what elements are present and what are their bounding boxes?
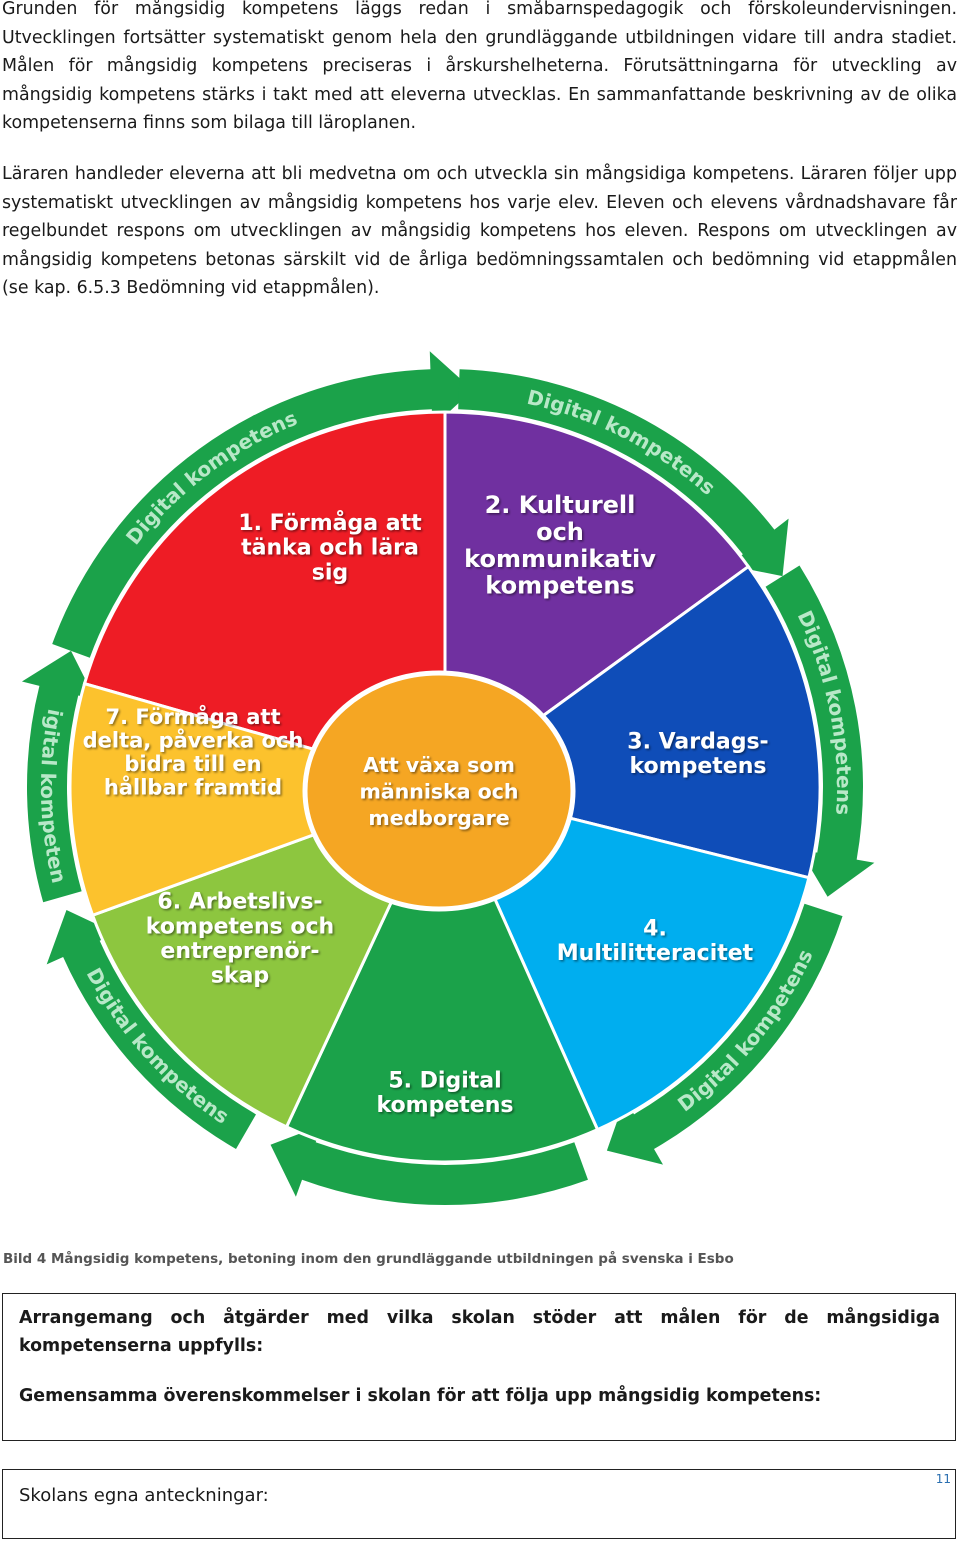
ring-arrow-7: [21, 650, 96, 903]
arrangements-heading: Arrangemang och åtgärder med vilka skola…: [19, 1308, 940, 1356]
segment-7: [68, 681, 450, 918]
page-number: 11: [935, 1472, 951, 1486]
agreements-heading: Gemensamma överenskommelser i skolan för…: [19, 1386, 822, 1406]
segment-2: [443, 410, 751, 790]
ring-arrow-2: [458, 369, 789, 577]
ring-arrow-3: [765, 565, 875, 897]
segment-label-4: 4.Multilitteracitet: [557, 916, 754, 966]
teacher-paragraph: Läraren handleder eleverna att bli medve…: [2, 164, 957, 299]
arrangements-box: Arrangemang och åtgärder med vilka skola…: [2, 1293, 956, 1441]
segment-5: [284, 783, 600, 1164]
ring-arrow-1: [52, 351, 473, 658]
ring-arrow-4: [606, 903, 843, 1165]
segment-label-3: 3. Vardags-kompetens: [627, 729, 768, 779]
ring-arrow-5: [270, 1125, 588, 1205]
segment-1: [82, 410, 447, 789]
center-ellipse: [302, 670, 576, 912]
school-notes-label: Skolans egna anteckningar:: [19, 1485, 269, 1506]
figure-caption: Bild 4 Mångsidig kompetens, betoning ino…: [3, 1251, 734, 1267]
intro-paragraph: Grunden för mångsidig kompetens läggs re…: [2, 0, 957, 134]
ring-arrow-6: [46, 909, 256, 1149]
school-notes-box: Skolans egna anteckningar: 11: [2, 1469, 956, 1539]
